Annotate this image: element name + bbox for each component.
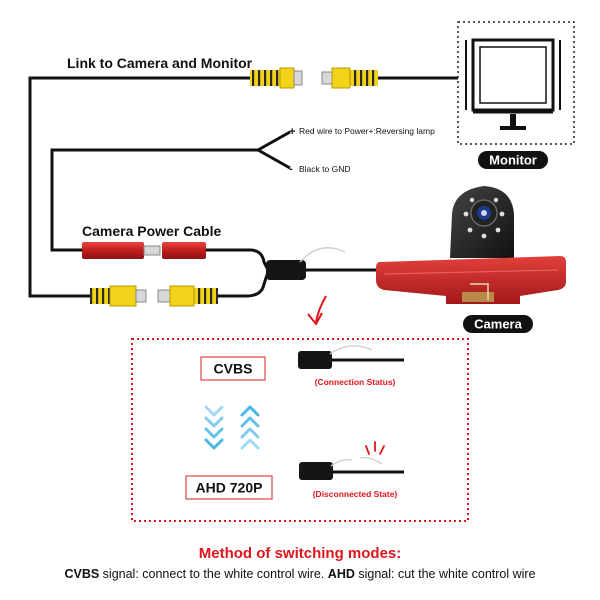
black-wire-label: Black to GND	[299, 164, 351, 174]
cut-spark-icon	[365, 441, 385, 455]
rca-connector-bottom-left	[90, 285, 147, 307]
ahd-status: (Disconnected State)	[313, 489, 398, 499]
modes-box	[131, 338, 469, 522]
power-cable-label: Camera Power Cable	[82, 223, 221, 239]
cvbs-white-wire	[329, 345, 373, 355]
black-wire-branch	[257, 148, 291, 170]
red-wire-label: Red wire to Power+:Reversing lamp	[299, 126, 435, 136]
power-wire-camera	[206, 248, 270, 271]
camera-label: Camera	[474, 317, 522, 332]
camera-device	[376, 186, 566, 304]
switch-down-arrows-icon	[204, 405, 224, 450]
ahd-connector	[299, 456, 404, 480]
wires	[28, 76, 458, 298]
rca-connector-bottom-right	[157, 285, 218, 307]
camera-label-pill	[463, 315, 533, 333]
power-plug-right	[162, 242, 206, 259]
white-control-wire	[299, 247, 346, 263]
ahd-cut-wire-left	[330, 458, 353, 467]
cable-junction	[266, 260, 306, 280]
rca-connector-top-right	[321, 67, 378, 89]
plus-sign: +	[289, 126, 295, 138]
video-wire-camera	[218, 271, 270, 298]
monitor-device	[457, 21, 575, 145]
minus-sign: -	[289, 163, 293, 175]
cvbs-connector	[298, 345, 404, 369]
ahd-mode-label: AHD 720P	[196, 480, 263, 496]
ahd-term: AHD	[327, 567, 355, 581]
link-cable-label: Link to Camera and Monitor	[67, 55, 253, 71]
cvbs-instruction: signal: connect to the white control wir…	[99, 567, 328, 581]
monitor-label: Monitor	[489, 153, 537, 168]
pointer-arrow	[307, 295, 327, 326]
cvbs-status: (Connection Status)	[315, 377, 396, 387]
cvbs-mode-label: CVBS	[214, 361, 253, 377]
switch-up-arrows-icon	[240, 405, 260, 450]
method-description: CVBS signal: connect to the white contro…	[0, 567, 600, 581]
monitor-label-pill	[478, 151, 548, 169]
power-plug-left	[82, 242, 161, 259]
link-wire-left	[28, 76, 250, 298]
ahd-mode-box	[185, 475, 273, 500]
ahd-cut-wire-right	[359, 456, 383, 465]
monitor-dotted-frame	[457, 21, 575, 145]
red-wire-branch	[257, 130, 291, 152]
trigger-wire	[50, 148, 258, 252]
ahd-instruction: signal: cut the white control wire	[354, 567, 536, 581]
rca-connector-top-left	[250, 67, 303, 89]
cvbs-term: CVBS	[64, 567, 100, 581]
cvbs-mode-box	[200, 356, 266, 381]
method-title: Method of switching modes:	[198, 545, 402, 562]
